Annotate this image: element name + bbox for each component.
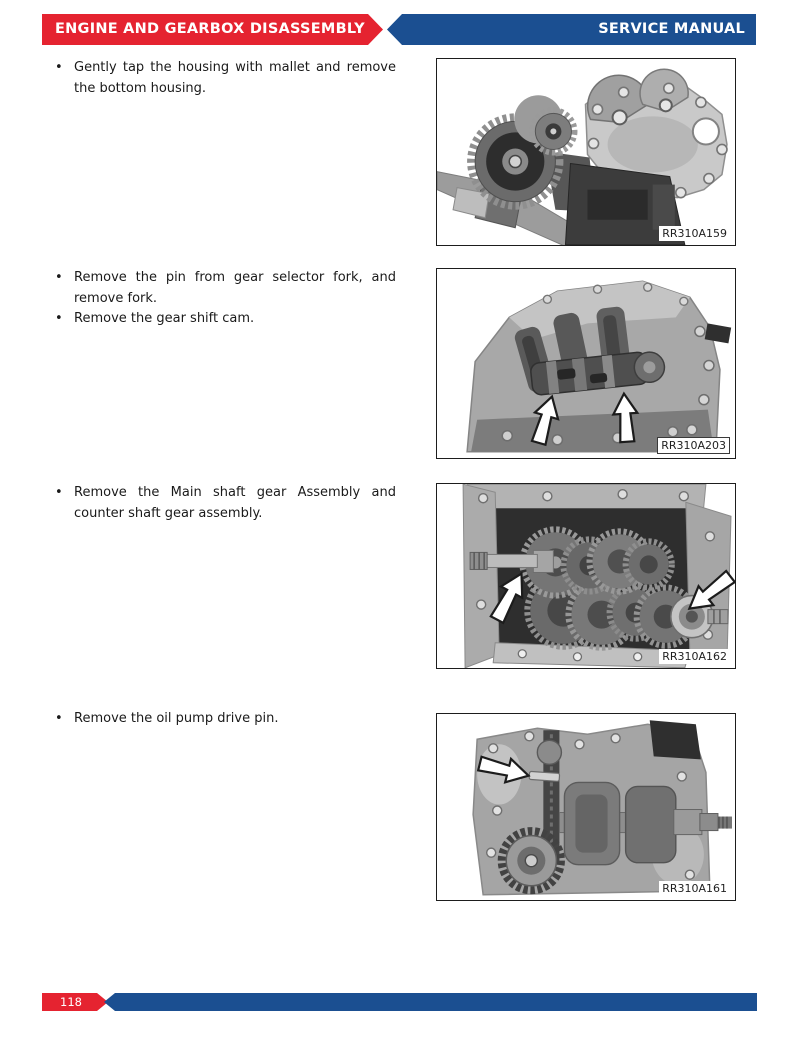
instruction-text: Gently tap the housing with mallet and r… [74, 60, 396, 96]
callout-arrow-icon [611, 391, 640, 444]
callout-arrow-icon [530, 394, 560, 447]
page-title: ENGINE AND GEARBOX DISASSEMBLY [55, 21, 365, 37]
figure-bottom-housing: RR310A159 [436, 58, 736, 246]
figure-code: RR310A162 [659, 649, 730, 664]
engine-photo-crankcase [437, 269, 735, 458]
instruction-block-4: • Remove the oil pump drive pin. [55, 709, 396, 730]
figure-oil-pump-pin: RR310A161 [436, 713, 736, 901]
list-item: • Gently tap the housing with mallet and… [55, 58, 396, 99]
instruction-text: Remove the pin from gear selector fork, … [74, 270, 396, 306]
bullet-marker: • [55, 60, 63, 75]
figure-code: RR310A159 [659, 226, 730, 241]
engine-photo-crankshaft [437, 714, 735, 900]
page-number-badge: 118 [42, 993, 108, 1011]
oil-pump-drive-pin [528, 770, 561, 782]
bullet-marker: • [55, 711, 63, 726]
list-item: • Remove the oil pump drive pin. [55, 709, 396, 730]
bullet-marker: • [55, 485, 63, 500]
engine-photo-gearbox [437, 484, 735, 668]
instruction-block-2: • Remove the pin from gear selector fork… [55, 268, 396, 330]
header-manual-ribbon: SERVICE MANUAL [387, 14, 756, 45]
callout-arrow-icon [687, 569, 735, 610]
figure-shift-cam: RR310A203 [436, 268, 736, 459]
engine-photo-housing [437, 59, 735, 245]
instruction-text: Remove the Main shaft gear Assembly and … [74, 485, 396, 521]
callout-arrow-icon [476, 755, 531, 784]
list-item: • Remove the pin from gear selector fork… [55, 268, 396, 309]
idler-gear [514, 95, 578, 156]
crankshaft [558, 781, 732, 866]
instruction-block-1: • Gently tap the housing with mallet and… [55, 58, 396, 99]
callout-arrow-icon [489, 571, 524, 625]
figure-code: RR310A203 [657, 437, 730, 454]
gear-shift-cam [530, 351, 666, 396]
manual-title: SERVICE MANUAL [598, 21, 745, 37]
bullet-marker: • [55, 270, 63, 285]
main-shaft-end [469, 549, 554, 573]
footer-bar [104, 993, 757, 1011]
page-number: 118 [60, 995, 82, 1009]
instruction-text: Remove the oil pump drive pin. [74, 711, 279, 726]
instruction-text: Remove the gear shift cam. [74, 311, 255, 326]
figure-code: RR310A161 [659, 881, 730, 896]
instruction-block-3: • Remove the Main shaft gear Assembly an… [55, 483, 396, 524]
list-item: • Remove the gear shift cam. [55, 309, 396, 330]
list-item: • Remove the Main shaft gear Assembly an… [55, 483, 396, 524]
header-section-ribbon: ENGINE AND GEARBOX DISASSEMBLY [42, 14, 383, 45]
bullet-marker: • [55, 311, 63, 326]
figure-gear-assembly: RR310A162 [436, 483, 736, 669]
